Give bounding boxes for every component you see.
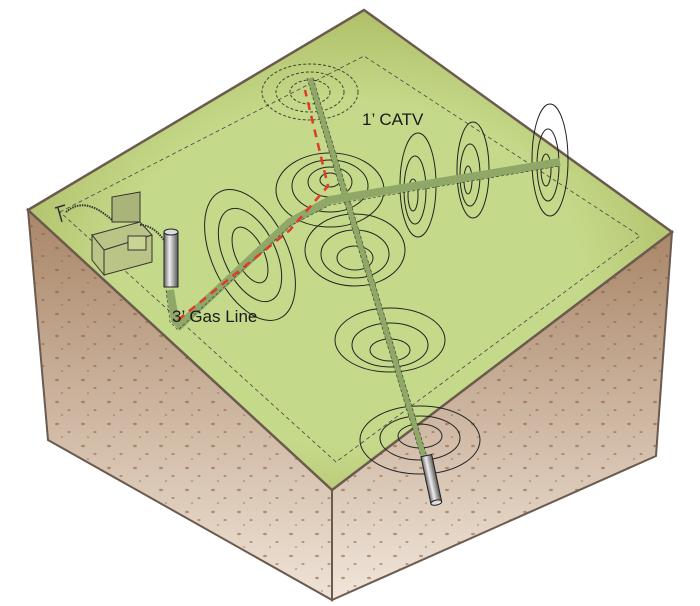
- catv-line: [306, 77, 432, 471]
- catv-pipe-end: [420, 453, 443, 506]
- gas-riser-pipe: [163, 228, 179, 288]
- ring-group-7: [334, 307, 446, 373]
- gas-line-label: 3’ Gas Line: [172, 307, 257, 326]
- catv-label: 1’ CATV: [362, 110, 424, 129]
- soil-right-specks: [332, 232, 672, 600]
- ground-surface: [25, 8, 675, 492]
- inner-boundary-dashed: [59, 55, 641, 463]
- traced-path-dashed: [177, 89, 330, 321]
- soil-left-specks: [28, 210, 332, 600]
- transmitter-icon: [54, 191, 165, 277]
